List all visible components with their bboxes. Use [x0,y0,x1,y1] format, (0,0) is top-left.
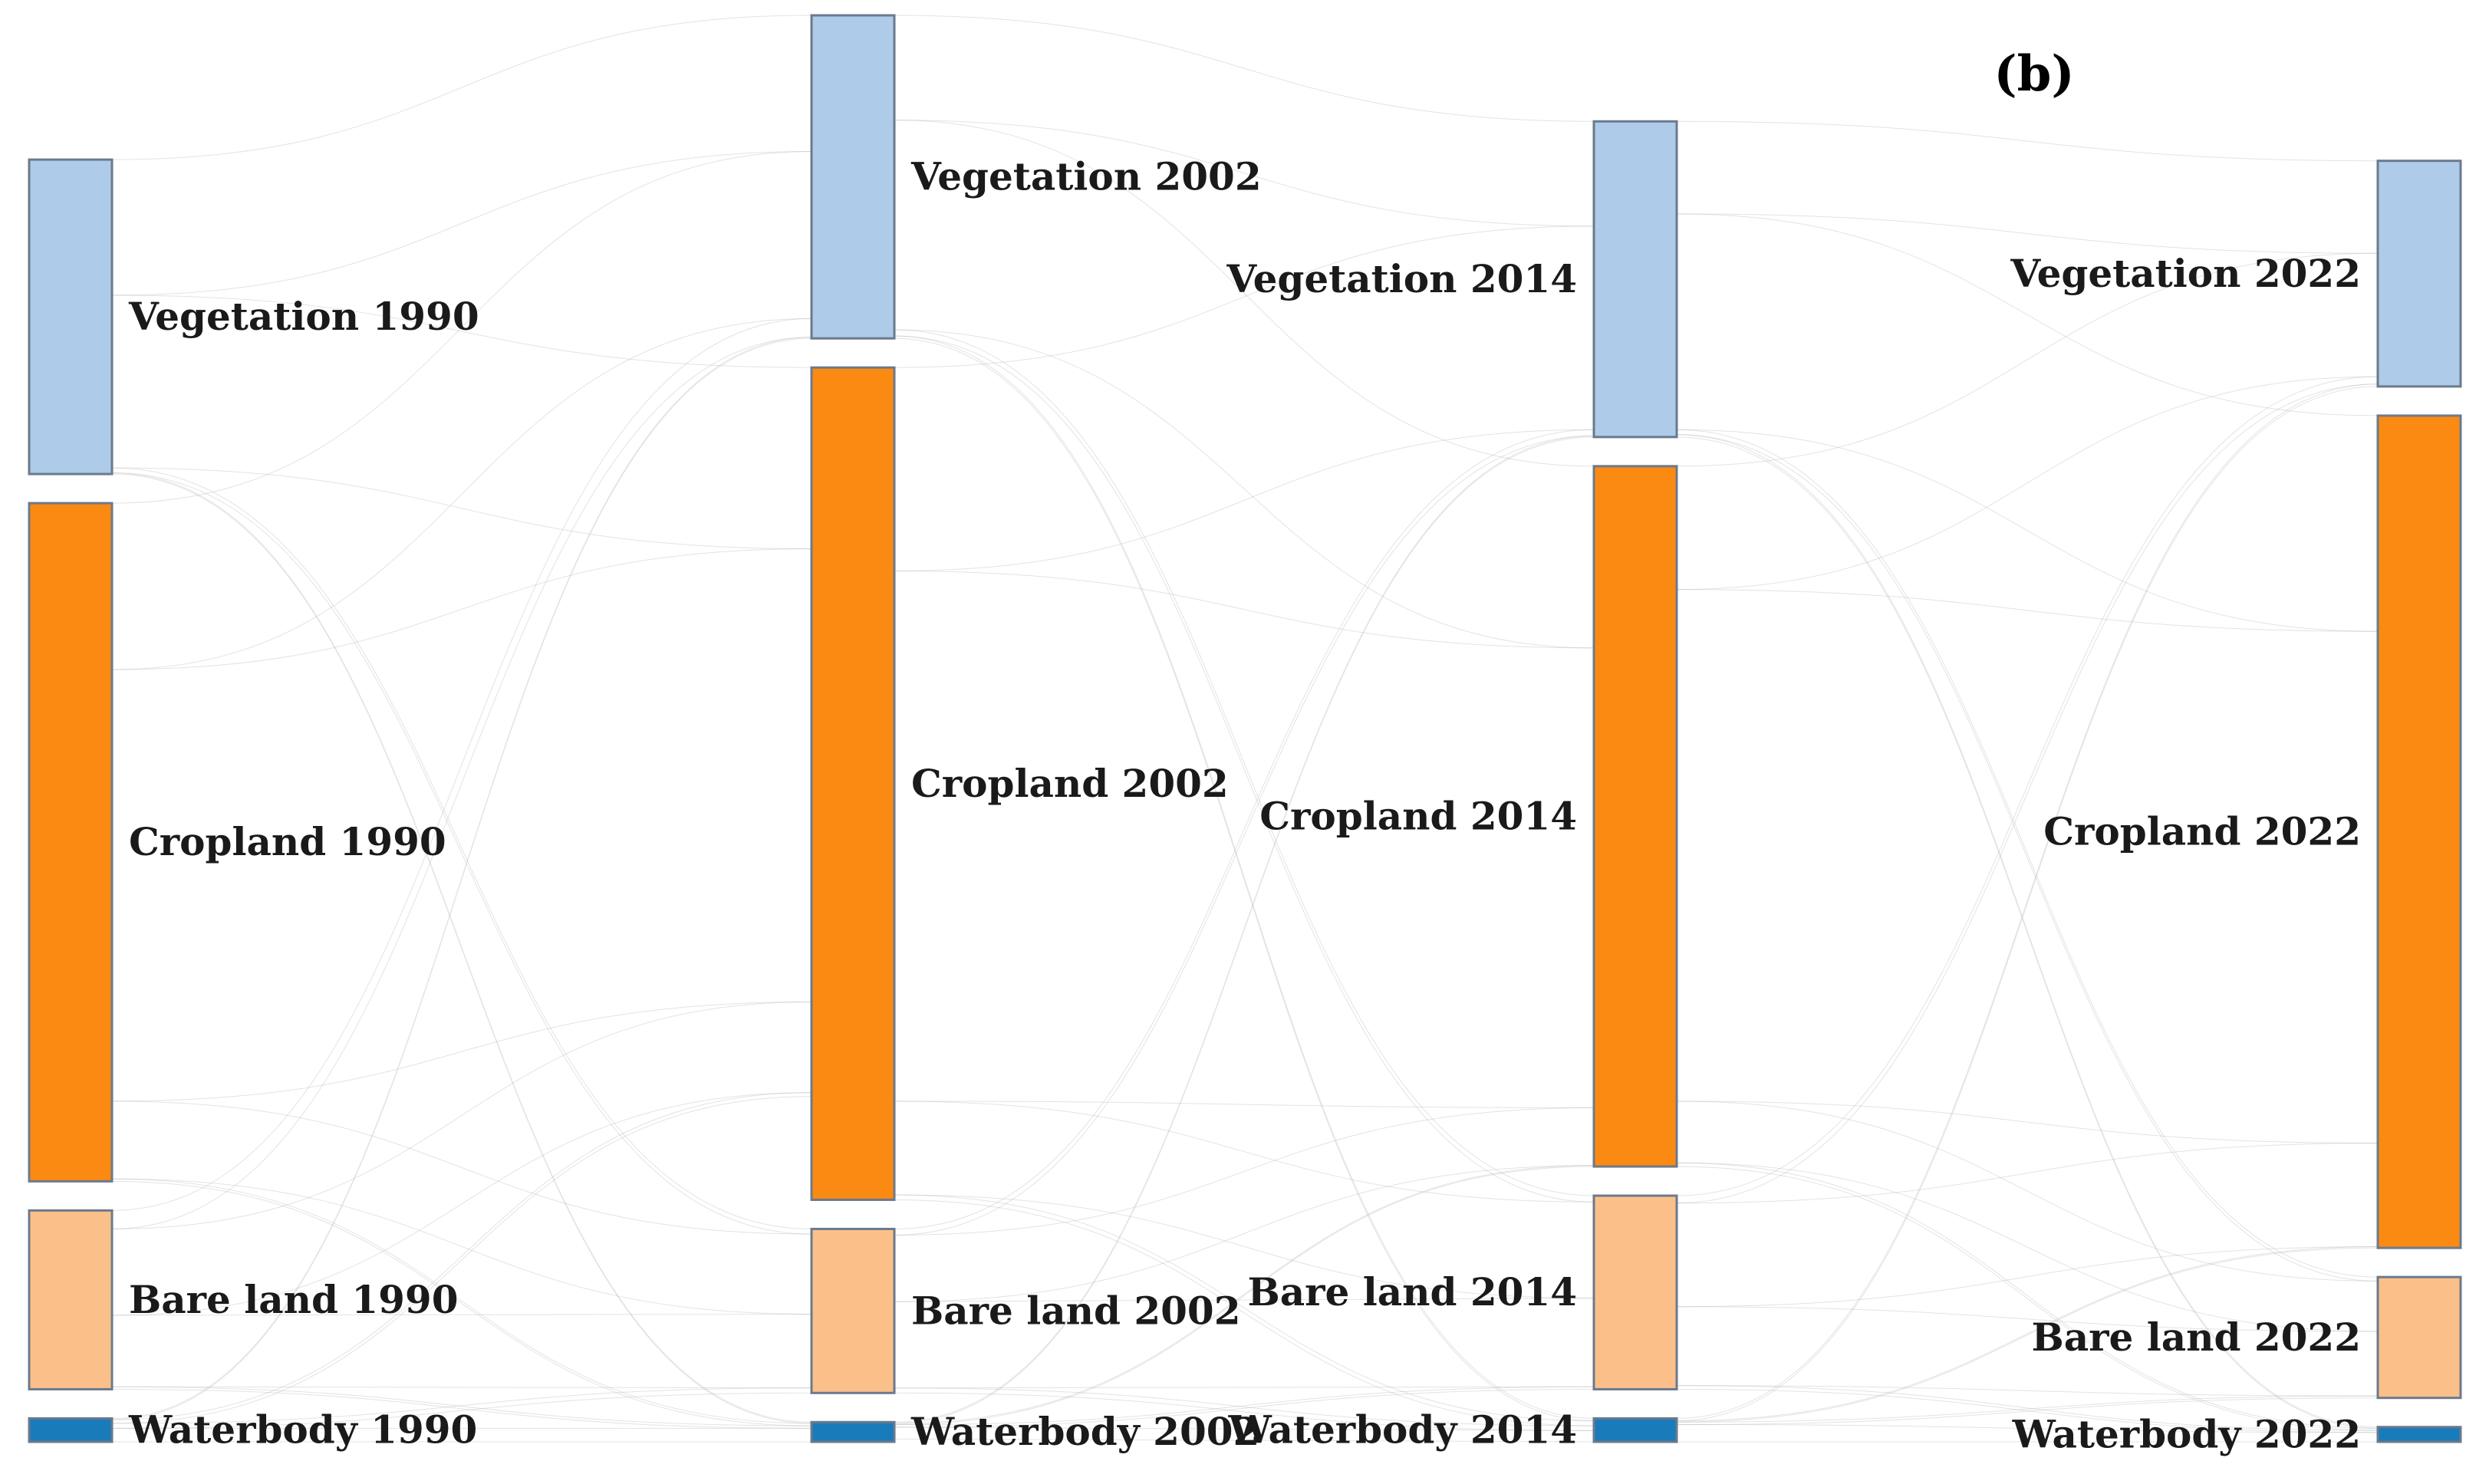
node-c1990 [28,502,114,1183]
panel-label: (b) [1994,45,2074,103]
label-b2014: Bare land 2014 [1248,1269,1578,1315]
links-layer [111,15,2379,1443]
node-b2014 [1592,1194,1678,1390]
flow-v2014-to-v2022 [1676,120,2379,254]
flow-c2014-to-c2022 [1676,589,2379,1143]
node-v2002 [810,14,896,340]
flow-w1990-to-c2002 [111,1092,812,1424]
flow-b2014-to-v2022 [1676,376,2379,1204]
node-w2002 [810,1420,896,1443]
label-c1990: Cropland 1990 [129,819,446,864]
node-b2022 [2376,1275,2462,1400]
flow-c2002-to-c2014 [894,571,1595,1108]
flow-b1990-to-b2002 [111,1314,812,1389]
flow-c2014-to-w2022 [1676,1162,2379,1431]
flow-v2014-to-w2022 [1676,434,2379,1429]
label-b1990: Bare land 1990 [129,1277,459,1322]
node-v2022 [2376,160,2462,388]
node-w2014 [1592,1417,1678,1443]
nodes-layer [28,14,2462,1443]
node-w2022 [2376,1426,2462,1443]
label-c2014: Cropland 2014 [1259,793,1577,838]
flow-v2014-to-b2022 [1676,429,2379,1282]
flow-v2002-to-w2014 [894,335,1595,1422]
label-w2022: Waterbody 2022 [2012,1411,2361,1456]
label-b2002: Bare land 2002 [911,1288,1241,1333]
node-b2002 [810,1227,896,1394]
label-c2022: Cropland 2022 [2043,809,2361,854]
label-v2014: Vegetation 2014 [1226,256,1577,301]
label-v1990: Vegetation 1990 [128,294,479,339]
node-v1990 [28,158,114,475]
flow-v2002-to-c2014 [894,120,1595,649]
label-v2002: Vegetation 2002 [910,154,1262,199]
node-w1990 [28,1417,114,1443]
label-c2002: Cropland 2002 [911,761,1229,806]
node-c2002 [810,366,896,1201]
flow-b1990-to-v2002 [111,318,812,1229]
flow-c2014-to-v2022 [1676,252,2379,591]
node-v2014 [1592,120,1678,439]
flow-c2014-to-b2022 [1676,1101,2379,1332]
label-w2014: Waterbody 2014 [1228,1407,1577,1453]
label-w2002: Waterbody 2002 [910,1409,1259,1454]
flow-w2014-to-v2022 [1676,383,2379,1422]
node-c2022 [2376,414,2462,1249]
node-c2014 [1592,465,1678,1168]
flow-c2002-to-b2014 [894,1101,1595,1299]
label-v2022: Vegetation 2022 [2010,251,2361,296]
flow-w1990-to-v2002 [111,337,812,1420]
node-b1990 [28,1209,114,1390]
flow-c1990-to-v2002 [111,151,812,670]
flow-b1990-to-c2002 [111,1001,812,1316]
label-w1990: Waterbody 1990 [128,1407,477,1453]
flow-v1990-to-v2002 [111,15,812,296]
label-b2022: Bare land 2022 [2032,1315,2362,1360]
